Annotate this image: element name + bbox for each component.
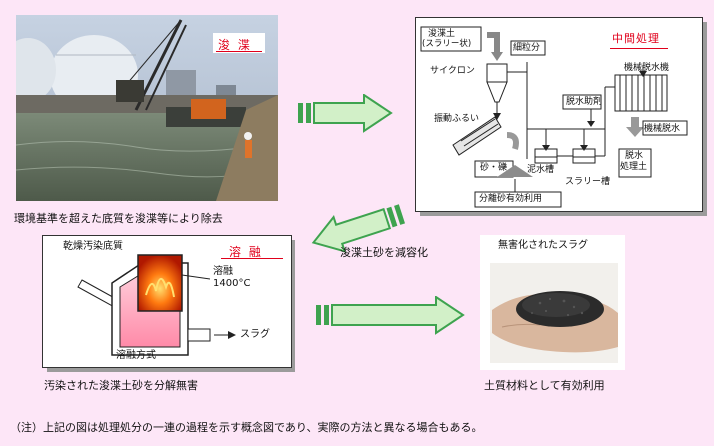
slurry-tank-label: スラリー槽 bbox=[565, 177, 611, 187]
melt-label: 溶融 bbox=[213, 266, 233, 277]
melting-label-underline bbox=[221, 258, 283, 259]
volume-reduction-caption: 浚渫土砂を減容化 bbox=[340, 246, 428, 259]
flow-arrow-right-bottom bbox=[316, 296, 465, 335]
melting-label: 溶 融 bbox=[229, 245, 263, 259]
dredging-caption: 環境基準を超えた底質を浚渫等により除去 bbox=[14, 212, 223, 225]
slag-photo-caption: 土質材料として有効利用 bbox=[484, 379, 605, 392]
dredging-label-box bbox=[213, 33, 265, 53]
footnote: （注）上記の図は処理処分の一連の過程を示す概念図であり、実際の方法と異なる場合も… bbox=[10, 421, 483, 434]
flow-arrow-right-top bbox=[298, 94, 393, 133]
dry-sediment-label: 乾燥汚染底質 bbox=[63, 241, 123, 252]
melting-furnace bbox=[77, 254, 236, 356]
slurry-state-label: (スラリー状) bbox=[422, 39, 472, 49]
cyclone-label: サイクロン bbox=[430, 66, 475, 76]
vibrating-screen-label: 振動ふるい bbox=[434, 114, 480, 124]
mud-tank-label: 泥水槽 bbox=[527, 165, 555, 175]
intermediate-title-underline bbox=[610, 48, 668, 49]
dewatered-soil-label-1: 脱水 bbox=[625, 151, 644, 161]
slag-photo bbox=[480, 235, 625, 370]
intermediate-title: 中間処理 bbox=[612, 32, 660, 45]
dredging-label-underline bbox=[216, 51, 262, 52]
temperature-label: 1400°C bbox=[213, 278, 251, 289]
fine-particles-label: 細粒分 bbox=[513, 43, 541, 53]
slag-output-label: スラグ bbox=[240, 329, 270, 340]
dewatered-soil-label-2: 処理土 bbox=[620, 162, 648, 172]
slag-photo-label: 無害化されたスラグ bbox=[498, 240, 588, 251]
dewatering-tower-label: 機械脱水機 bbox=[624, 63, 670, 73]
intermediate-schematic bbox=[420, 26, 688, 208]
flow-arrow-down-left bbox=[311, 204, 406, 253]
dredging-label: 浚 渫 bbox=[218, 38, 252, 52]
sand-gravel-label: 砂・礫 bbox=[480, 163, 508, 173]
separated-sand-label: 分離砂有効利用 bbox=[479, 194, 543, 204]
dewatering-aid-label: 脱水助剤 bbox=[566, 97, 603, 107]
melting-method-label: 溶融方式 bbox=[116, 350, 156, 361]
melting-caption: 汚染された浚渫土砂を分解無害 bbox=[44, 379, 198, 392]
mechanical-dewatering-label: 機械脱水 bbox=[644, 124, 681, 134]
dredged-soil-label: 浚渫土 bbox=[428, 29, 456, 39]
